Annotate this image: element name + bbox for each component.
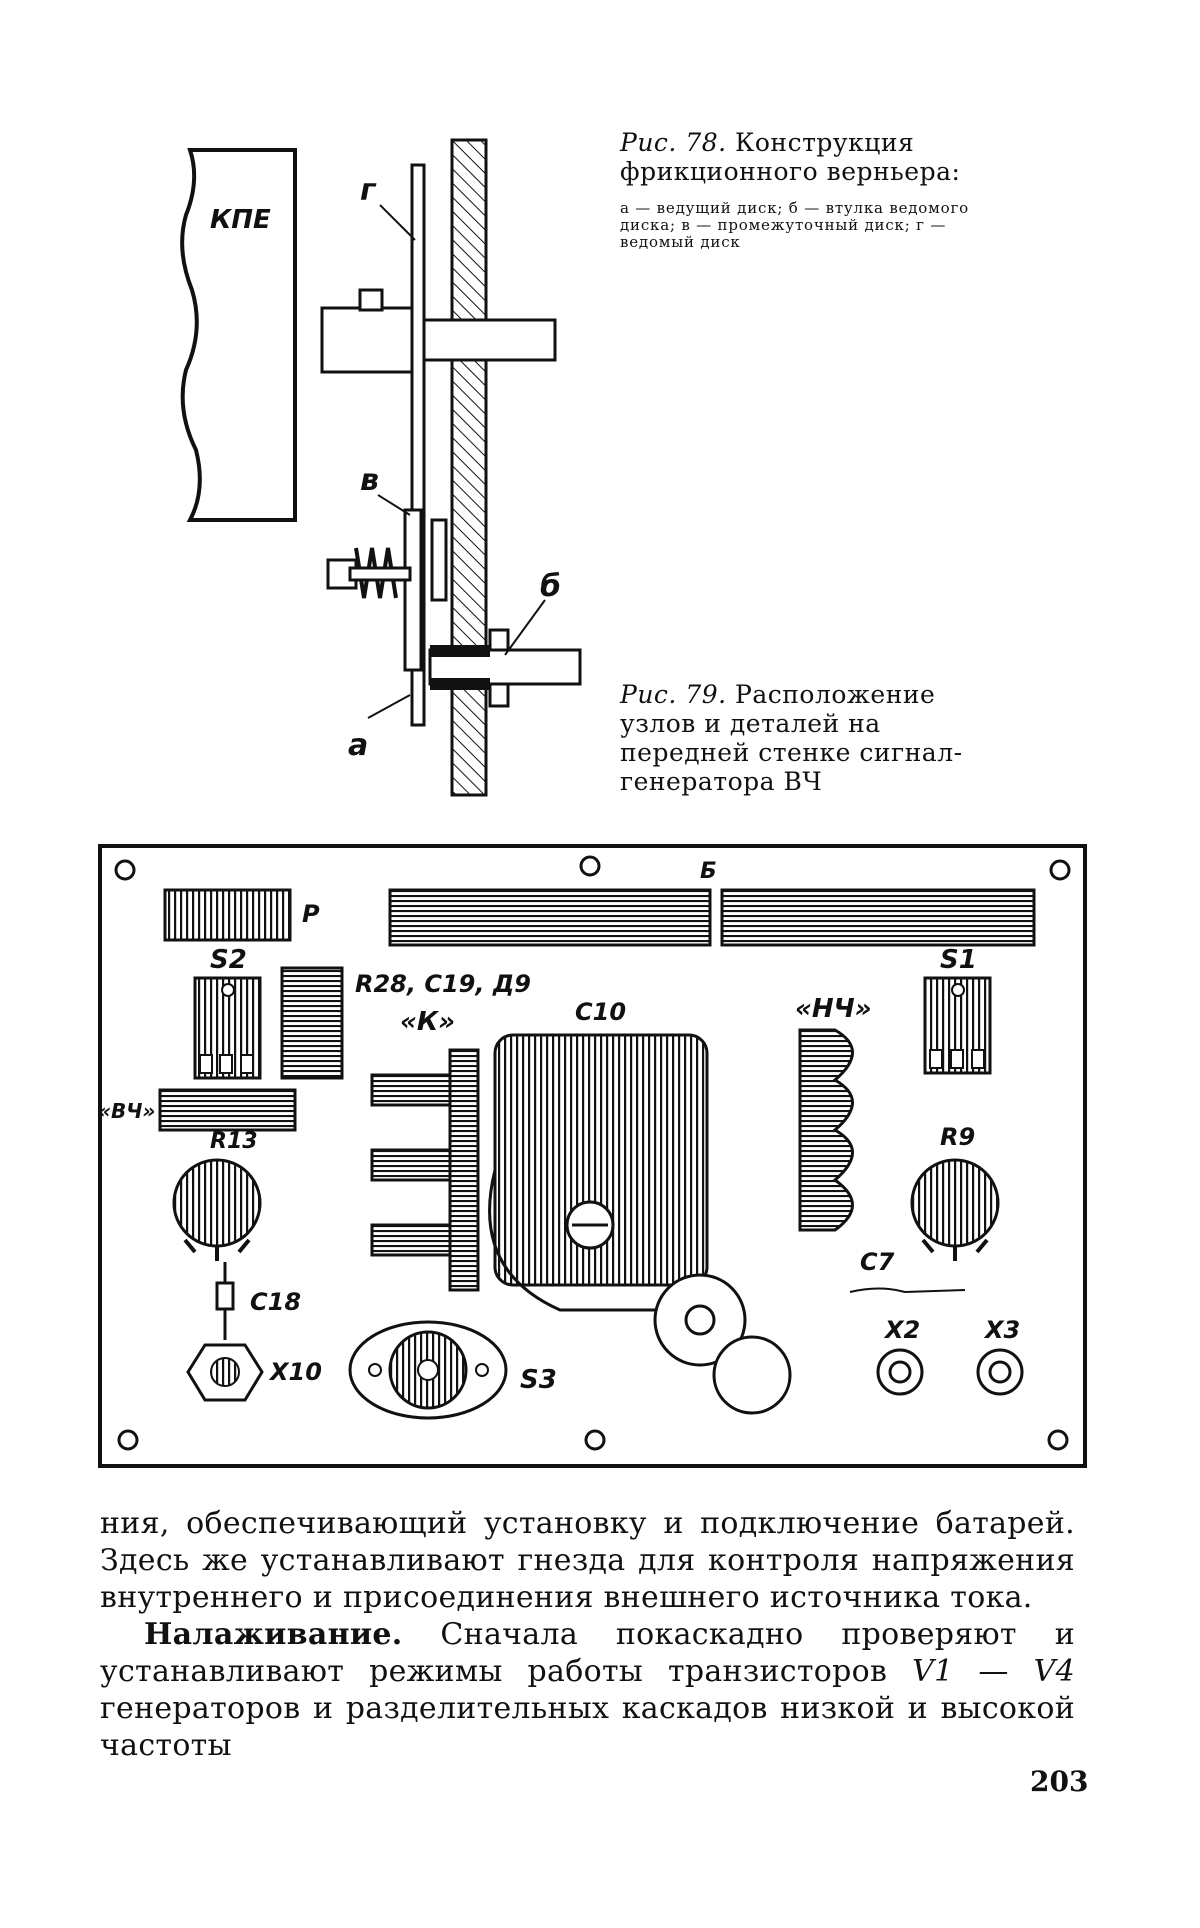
label-k: «К» [400, 1007, 455, 1037]
label-kpe: КПЕ [210, 205, 271, 235]
fig78-caption-title: Рис. 78. Конструкция фрикционного вернье… [620, 128, 961, 186]
fig79-caption: Рис. 79. Расположение узлов и деталей на… [620, 680, 980, 796]
label-vch: «ВЧ» [98, 1099, 155, 1123]
label-r13: R13 [210, 1129, 258, 1154]
kpe-block [180, 148, 297, 522]
front-wall [450, 138, 488, 797]
label-b: б [540, 569, 561, 604]
page-number: 203 [1030, 1765, 1089, 1798]
label-s3: S3 [520, 1365, 557, 1395]
label-s2: S2 [210, 945, 247, 975]
label-a: а [348, 728, 368, 763]
label-r9: R9 [940, 1123, 975, 1151]
heading-adjustment: Налаживание. [144, 1617, 403, 1652]
label-r28: R28, С19, Д9 [355, 970, 531, 998]
label-b-panel: Б [700, 859, 717, 884]
body-text: ния, обеспечивающий установку и подключе… [100, 1505, 1075, 1764]
label-c10: С10 [575, 998, 626, 1026]
fig79-caption-title: Рис. 79. Расположение узлов и деталей на… [620, 680, 963, 796]
fig78-caption: Рис. 78. Конструкция фрикционного вернье… [620, 128, 980, 251]
label-c18: С18 [250, 1288, 301, 1316]
label-g: г [360, 173, 377, 208]
figure-78: КПЕ г в б а [180, 138, 582, 797]
label-x2: Х2 [883, 1316, 920, 1344]
label-s1: S1 [940, 945, 977, 975]
panel-border [98, 844, 1087, 1468]
paragraph-1: ния, обеспечивающий установку и подключе… [100, 1506, 1075, 1615]
label-x10: Х10 [268, 1358, 322, 1386]
label-nch: «НЧ» [795, 994, 872, 1024]
transistor-range: V1 — V4 [912, 1654, 1075, 1689]
label-v: в [360, 463, 379, 498]
paragraph-2: Налаживание. Сначала покаскадно проверяю… [100, 1617, 1075, 1763]
label-x3: Х3 [983, 1316, 1020, 1344]
label-c7: С7 [860, 1248, 895, 1276]
label-p: Р [302, 900, 320, 928]
fig78-legend: а — ведущий диск; б — втулка ведомого ди… [620, 199, 969, 251]
